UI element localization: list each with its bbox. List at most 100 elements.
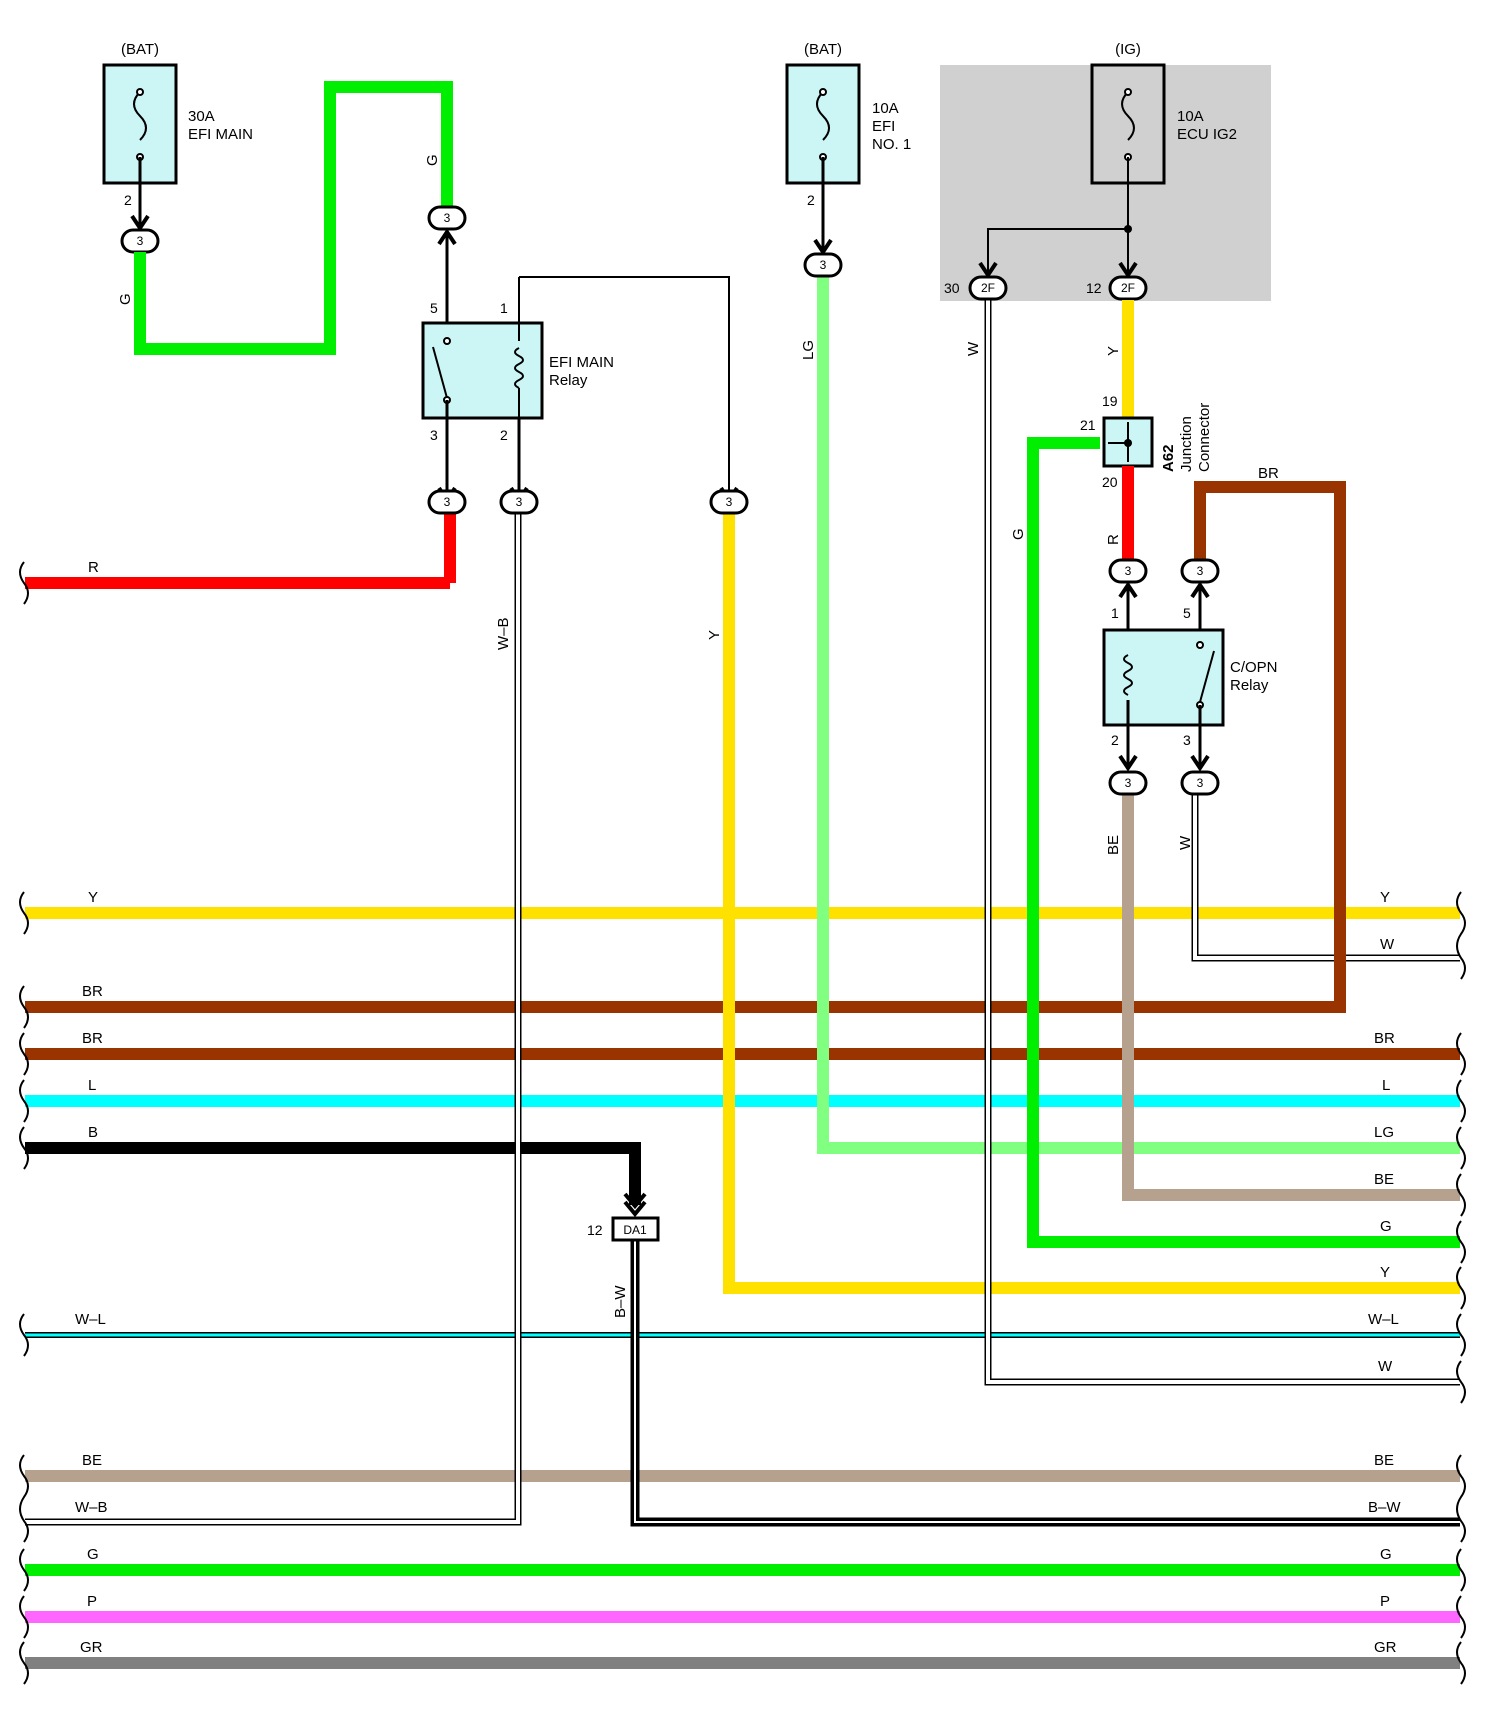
svg-text:BE: BE xyxy=(1374,1171,1394,1188)
svg-text:W: W xyxy=(1380,936,1395,953)
bus-lines xyxy=(25,276,1460,1669)
svg-text:21: 21 xyxy=(1080,417,1096,433)
svg-text:19: 19 xyxy=(1102,393,1118,409)
efi-main-fuse-source: (BAT) xyxy=(121,41,159,58)
fuse-icon xyxy=(816,91,830,141)
wire-label-g-efi-fuse: G xyxy=(117,293,134,305)
svg-text:2F: 2F xyxy=(981,281,995,295)
svg-text:ECU IG2: ECU IG2 xyxy=(1177,126,1237,143)
svg-text:2F: 2F xyxy=(1121,281,1135,295)
svg-text:(BAT): (BAT) xyxy=(804,41,842,58)
svg-text:NO. 1: NO. 1 xyxy=(872,136,911,153)
wire-label-wb: W–B xyxy=(495,617,512,650)
svg-text:BR: BR xyxy=(1258,465,1279,482)
svg-text:Y: Y xyxy=(88,889,98,906)
efi-main-relay-name: EFI MAIN xyxy=(549,354,614,371)
efi-main-fuse-rating: 30A xyxy=(188,108,215,125)
svg-text:12: 12 xyxy=(1086,280,1102,296)
efi-no1-fuse: (BAT) 10A EFI NO. 1 2 3 xyxy=(785,41,911,278)
efi-main-fuse-pin: 2 xyxy=(124,192,132,208)
svg-text:LG: LG xyxy=(1374,1124,1394,1141)
svg-text:3: 3 xyxy=(444,211,451,225)
wire-g-efi-main xyxy=(134,81,453,355)
svg-text:3: 3 xyxy=(1197,564,1204,578)
svg-text:DA1: DA1 xyxy=(623,1223,647,1237)
svg-text:R: R xyxy=(1105,534,1122,545)
svg-text:W–L: W–L xyxy=(1368,1311,1399,1328)
svg-text:3: 3 xyxy=(1183,732,1191,748)
svg-text:Y: Y xyxy=(1105,346,1122,356)
svg-text:EFI: EFI xyxy=(872,118,895,135)
svg-text:3: 3 xyxy=(820,258,827,272)
efi-main-fuse-name: EFI MAIN xyxy=(188,126,253,143)
svg-text:Connector: Connector xyxy=(1196,403,1213,472)
svg-text:3: 3 xyxy=(516,495,523,509)
svg-text:BR: BR xyxy=(82,983,103,1000)
svg-text:10A: 10A xyxy=(1177,108,1204,125)
svg-text:30: 30 xyxy=(944,280,960,296)
svg-text:3: 3 xyxy=(1197,776,1204,790)
svg-text:2: 2 xyxy=(1111,732,1119,748)
efi-main-relay: 3 5 1 EFI MAIN Relay 3 2 3 3 3 xyxy=(421,205,749,515)
svg-text:5: 5 xyxy=(430,300,438,316)
svg-text:W: W xyxy=(1177,835,1194,850)
svg-text:3: 3 xyxy=(430,427,438,443)
wire-label-w-ig2: W xyxy=(965,341,982,356)
svg-text:B–W: B–W xyxy=(612,1285,629,1318)
svg-text:BE: BE xyxy=(1374,1452,1394,1469)
svg-text:Junction: Junction xyxy=(1178,416,1195,472)
copn-relay: 3 3 1 5 C/OPN Relay 2 3 3 3 xyxy=(1102,558,1278,796)
relay-switch-icon xyxy=(432,346,448,399)
bus-labels: R Y Y W BR BR BR L L B LG BE G Y W–L W–L… xyxy=(75,559,1401,1656)
wire-label-lg: LG xyxy=(800,340,817,360)
svg-text:20: 20 xyxy=(1102,474,1118,490)
svg-text:L: L xyxy=(88,1077,96,1094)
svg-text:G: G xyxy=(1010,528,1027,540)
svg-text:G: G xyxy=(1380,1218,1392,1235)
bus-wire-y-lower xyxy=(723,513,1460,1294)
svg-text:G: G xyxy=(87,1546,99,1563)
bus-wire-lg xyxy=(817,276,1460,1154)
svg-text:B: B xyxy=(88,1124,98,1141)
svg-text:B–W: B–W xyxy=(1368,1499,1401,1516)
efi-main-fuse: (BAT) 30A EFI MAIN 2 3 xyxy=(102,41,253,254)
svg-text:P: P xyxy=(87,1593,97,1610)
svg-text:W–L: W–L xyxy=(75,1311,106,1328)
bus-wire-w-upper xyxy=(1191,795,1460,962)
svg-text:1: 1 xyxy=(1111,605,1119,621)
efi-main-fuse-connector: 3 xyxy=(137,234,144,248)
svg-text:BE: BE xyxy=(1105,835,1122,855)
wire-label-y-relay: Y xyxy=(706,630,723,640)
svg-text:Relay: Relay xyxy=(1230,677,1269,694)
svg-text:Y: Y xyxy=(1380,1264,1390,1281)
bus-wire-br-upper xyxy=(25,481,1346,1013)
svg-text:12: 12 xyxy=(587,1222,603,1238)
svg-text:2: 2 xyxy=(807,192,815,208)
svg-text:C/OPN: C/OPN xyxy=(1230,659,1278,676)
svg-text:2: 2 xyxy=(500,427,508,443)
svg-text:GR: GR xyxy=(80,1639,103,1656)
svg-text:G: G xyxy=(1380,1546,1392,1563)
svg-text:3: 3 xyxy=(444,495,451,509)
svg-text:BR: BR xyxy=(1374,1030,1395,1047)
ecu-ig2-fuse: (IG) 10A ECU IG2 2F 30 2F 12 xyxy=(944,41,1237,301)
svg-text:10A: 10A xyxy=(872,100,899,117)
bus-wire-be-right xyxy=(1122,795,1460,1201)
bus-wire-b xyxy=(25,1142,641,1205)
svg-text:W–B: W–B xyxy=(75,1499,108,1516)
relay-coil-icon xyxy=(1123,654,1133,696)
junction-connector-a62: 19 21 20 A62 Junction Connector xyxy=(1080,393,1213,490)
svg-text:5: 5 xyxy=(1183,605,1191,621)
relay-switch-icon xyxy=(1199,650,1215,703)
svg-text:BE: BE xyxy=(82,1452,102,1469)
svg-text:Relay: Relay xyxy=(549,372,588,389)
wire-label-g-relay-in: G xyxy=(424,154,441,166)
svg-text:(IG): (IG) xyxy=(1115,41,1141,58)
junction-id: A62 xyxy=(1160,444,1177,472)
wire-break-marks xyxy=(19,561,1466,1685)
svg-text:P: P xyxy=(1380,1593,1390,1610)
bus-wire-wb xyxy=(25,513,522,1526)
bus-wire-g-right xyxy=(1027,437,1460,1248)
fuse-icon xyxy=(1121,91,1135,141)
